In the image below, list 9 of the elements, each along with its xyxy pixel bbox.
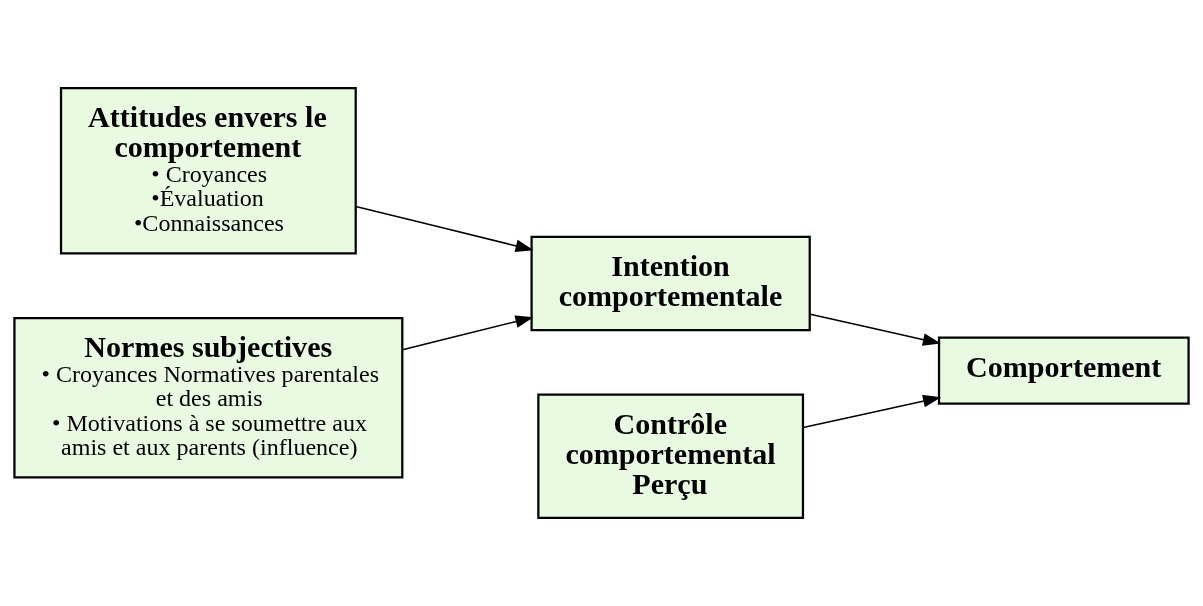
arrow	[809, 313, 941, 346]
node-box: Attitudes envers le comportement • Croyances •Évaluation •Connaissances	[59, 86, 357, 255]
node-box: Intention comportementale	[530, 235, 811, 332]
arrow	[401, 315, 534, 351]
node-box: Normes subjectives • Croyances Normatives parentales et des amis • Motivations à se soumettre aux amis et aux parents (influence)	[13, 316, 404, 479]
arrow	[355, 205, 534, 252]
node-box: Contrôle comportemental Perçu	[537, 393, 805, 520]
arrow	[802, 394, 942, 429]
node-box: Comportement	[937, 336, 1190, 405]
